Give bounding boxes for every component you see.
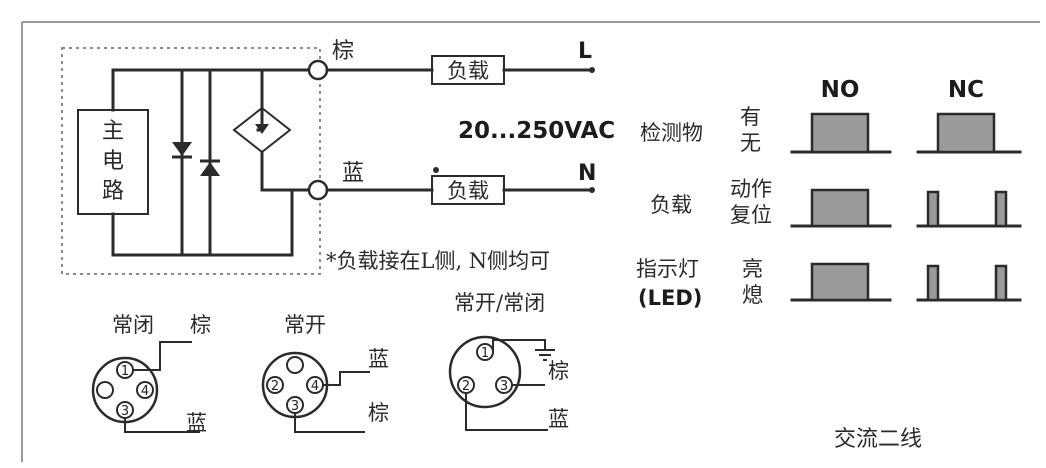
timing-header-nc: NC bbox=[948, 77, 984, 103]
row3-state-a: 亮 bbox=[742, 257, 763, 281]
terminal-top bbox=[307, 59, 329, 81]
internal-bottom-wire bbox=[111, 190, 294, 257]
row2-nc-pulse-2 bbox=[994, 190, 1008, 228]
connector1-title: 常闭 bbox=[112, 313, 154, 337]
connector2-pin-1 bbox=[286, 356, 304, 374]
connector2-wire-b: 棕 bbox=[368, 401, 389, 425]
connector1-pin-4 bbox=[136, 381, 154, 399]
row2-state-a: 动作 bbox=[730, 177, 772, 201]
diode-down-icon bbox=[172, 142, 192, 156]
connector2-lead-a bbox=[323, 371, 370, 386]
row3-label-line2: (LED) bbox=[638, 286, 702, 310]
connector3-wire-a: 棕 bbox=[548, 359, 569, 383]
connector1-lead-a bbox=[133, 341, 192, 371]
load-top-label: 负载 bbox=[447, 59, 489, 83]
main-circuit-char-3: 路 bbox=[102, 179, 124, 204]
connector3-pin-2-num: 2 bbox=[462, 379, 470, 394]
connector3-pin-3-num: 3 bbox=[500, 379, 508, 394]
footer-title: 交流二线 bbox=[834, 427, 922, 452]
wire-bottom-label: 蓝 bbox=[342, 161, 364, 186]
connector2-pin-2 bbox=[266, 376, 284, 394]
bridge-to-bottom-terminal bbox=[260, 150, 320, 192]
connector3-title: 常开/常闭 bbox=[454, 291, 545, 315]
row1-state-b: 无 bbox=[740, 131, 761, 155]
load-note: *负载接在L侧, N侧均可 bbox=[326, 249, 550, 273]
wire-top-label: 棕 bbox=[332, 39, 354, 64]
terminal-L-dot bbox=[589, 67, 595, 73]
sensor-boundary bbox=[61, 47, 321, 275]
row1-state-a: 有 bbox=[740, 105, 761, 129]
connector3-lead-b bbox=[465, 393, 548, 431]
connector1-lead-b bbox=[124, 418, 200, 433]
diode-up-icon bbox=[200, 162, 220, 176]
connector1-pin-2 bbox=[96, 381, 114, 399]
load-bottom-label: 负载 bbox=[447, 179, 489, 203]
row1-label: 检测物 bbox=[640, 121, 703, 145]
connector1-wire-a: 棕 bbox=[190, 313, 211, 337]
terminal-N-label: N bbox=[578, 161, 596, 186]
connector3-ground-lead bbox=[492, 339, 546, 352]
connector2-pin-4-num: 4 bbox=[311, 379, 319, 394]
row2-nc-pulse-1 bbox=[926, 190, 940, 228]
bridge-to-top-terminal bbox=[260, 68, 320, 110]
connector1-pin-4-num: 4 bbox=[141, 384, 149, 399]
terminal-bottom bbox=[307, 179, 329, 201]
load-marker-dot bbox=[433, 167, 439, 173]
connector3-body bbox=[448, 335, 522, 409]
row3-no-pulse bbox=[810, 262, 870, 302]
bridge-diode-icon bbox=[255, 124, 269, 134]
row2-label: 负载 bbox=[650, 193, 692, 217]
ground-icon bbox=[535, 349, 555, 361]
row3-label-line1: 指示灯 bbox=[636, 257, 699, 281]
row1-no-pulse bbox=[810, 112, 870, 154]
terminal-N-dot bbox=[589, 187, 595, 193]
connector3-wire-b: 蓝 bbox=[548, 407, 569, 431]
row2-state-b: 复位 bbox=[730, 203, 772, 227]
timing-header-no: NO bbox=[821, 77, 860, 103]
connector1-wire-b: 蓝 bbox=[186, 411, 207, 435]
connector2-pin-2-num: 2 bbox=[271, 379, 279, 394]
connector3-pin-1-num: 1 bbox=[481, 346, 489, 361]
voltage-label: 20...250VAC bbox=[458, 118, 615, 144]
row3-nc-pulse-2 bbox=[994, 264, 1008, 302]
connector1-pin-3-num: 3 bbox=[121, 404, 129, 419]
main-circuit-char-2: 电 bbox=[102, 149, 124, 174]
row3-nc-pulse-1 bbox=[926, 264, 940, 302]
connector2-wire-a: 蓝 bbox=[368, 347, 389, 371]
row1-nc-pulse bbox=[936, 112, 996, 154]
connector2-pin-3-num: 3 bbox=[291, 399, 299, 414]
connector2-lead-b bbox=[294, 413, 365, 433]
row2-no-pulse bbox=[810, 188, 870, 228]
internal-top-wire bbox=[111, 68, 264, 132]
main-circuit-char-1: 主 bbox=[102, 119, 124, 144]
row3-state-b: 熄 bbox=[742, 283, 763, 307]
connector1-pin-1-num: 1 bbox=[121, 364, 129, 379]
terminal-L-label: L bbox=[578, 39, 592, 64]
connector2-title: 常开 bbox=[284, 313, 326, 337]
